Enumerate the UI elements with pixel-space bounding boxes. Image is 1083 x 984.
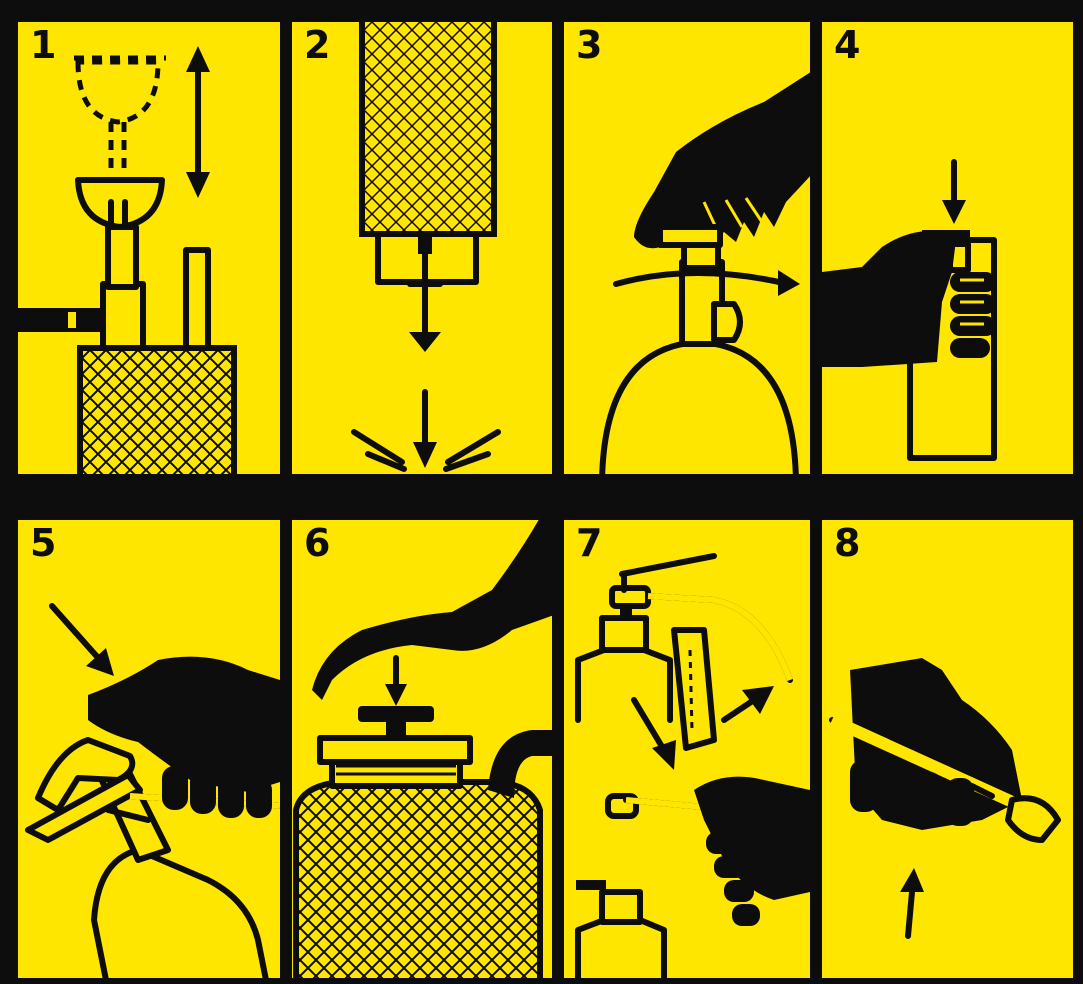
step-panel-4: 4 (822, 22, 1073, 474)
pierce-pin-icon (292, 22, 552, 474)
step-panel-5: 5 (18, 520, 280, 978)
hand-grip-nozzle-icon (18, 520, 280, 978)
step-number: 7 (576, 524, 602, 562)
hand-press-cap-icon (292, 520, 552, 978)
step-number: 1 (30, 26, 56, 64)
step-panel-7: 7 (564, 520, 810, 978)
hand-hold-nozzle-icon (822, 520, 1073, 978)
step-panel-6: 6 (292, 520, 552, 978)
step-panel-1: 1 (18, 22, 280, 474)
step-number: 6 (304, 524, 330, 562)
hand-turn-valve-icon (564, 22, 810, 474)
step-number: 4 (834, 26, 860, 64)
siphon-head-lift-icon (18, 22, 280, 474)
step-number: 5 (30, 524, 56, 562)
lever-attach-icon (564, 520, 810, 978)
step-number: 3 (576, 26, 602, 64)
step-panel-2: 2 (292, 22, 552, 474)
step-number: 2 (304, 26, 330, 64)
step-panel-8: 8 (822, 520, 1073, 978)
step-panel-3: 3 (564, 22, 810, 474)
step-number: 8 (834, 524, 860, 562)
hand-press-button-icon (822, 22, 1073, 474)
